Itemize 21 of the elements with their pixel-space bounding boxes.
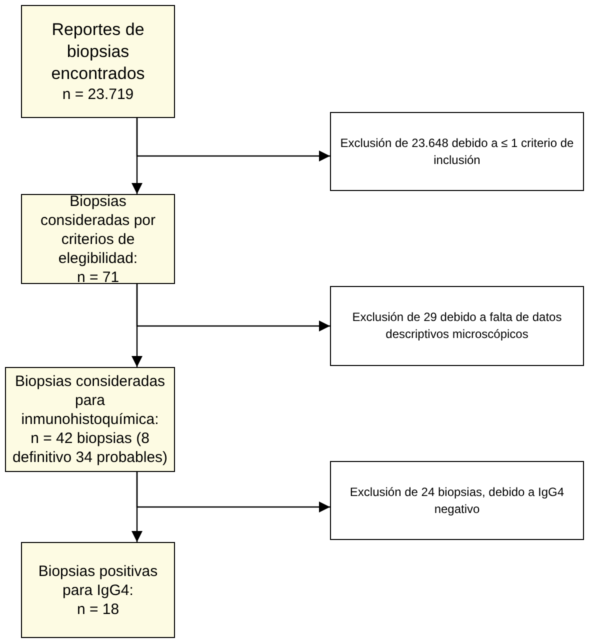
exclusion-box (330, 112, 584, 191)
arrow (136, 284, 330, 332)
process-box (21, 542, 175, 638)
exclusion-box (330, 286, 584, 366)
process-box (21, 194, 175, 284)
box-text: Biopsias consideradas por criterios de elegibilidad: (39, 192, 157, 268)
process-box (5, 367, 175, 472)
box-text: n = 71 (76, 268, 120, 286)
box-text: Exclusión de 23.648 debido a ≤ 1 criterio de inclusión (339, 134, 575, 168)
exclusion-box (330, 461, 584, 540)
box-text: Exclusión de 29 debido a falta de datos descriptivos microscópicos (351, 309, 563, 343)
box-text: n = 23.719 (62, 85, 134, 104)
arrow (136, 472, 330, 512)
box-text: Reportes de biopsias encontrados (50, 19, 146, 85)
box-text: n = 42 biopsias (8 definitivo 34 probables) (11, 429, 169, 467)
arrow (136, 118, 330, 162)
box-text: Biopsias consideradas para inmunohistoquímica: (14, 372, 166, 429)
box-text: Exclusión de 24 biopsias, debido a IgG4 negativo (348, 484, 566, 518)
process-box (21, 5, 175, 118)
box-text: n = 18 (76, 600, 120, 618)
box-text: Biopsias positivas para IgG4: (37, 562, 159, 600)
